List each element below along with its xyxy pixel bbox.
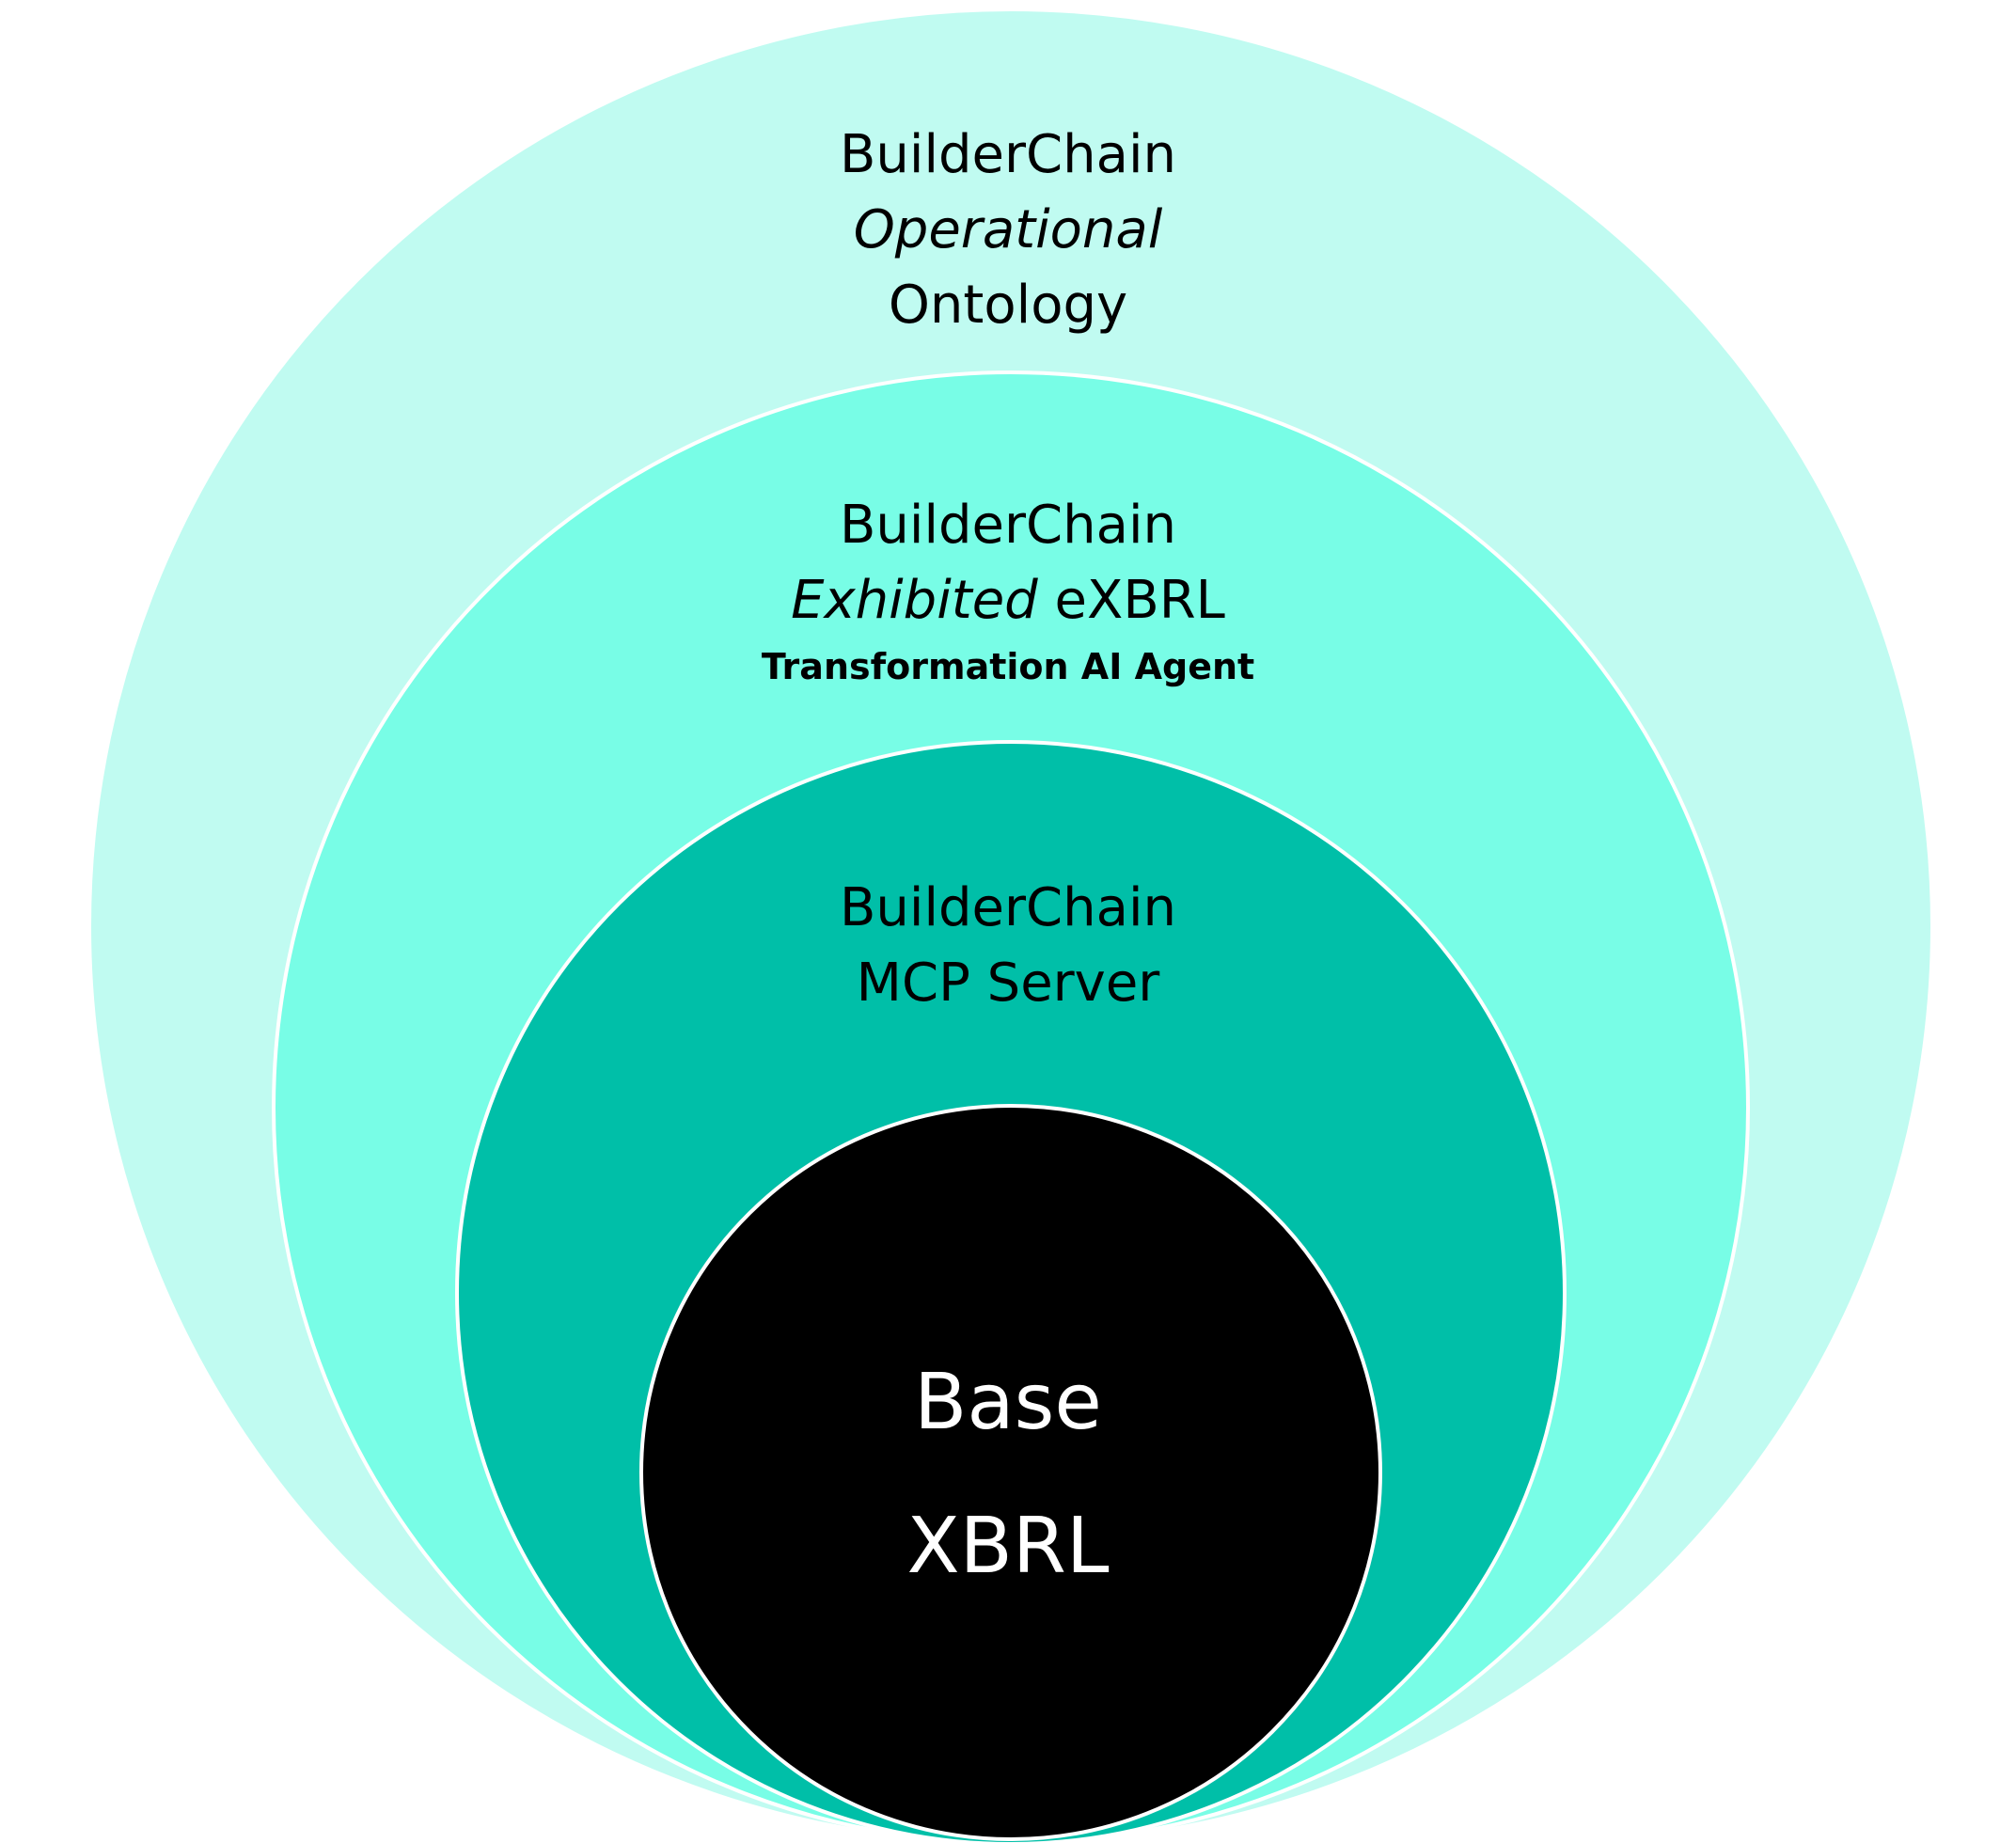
- mcp-name: MCP Server: [856, 953, 1160, 1014]
- xbrl-core-circle: [639, 1104, 1382, 1841]
- exbrl-subtitle-rest: eXBRL: [1037, 570, 1225, 631]
- exbrl-agent-label: Transformation AI Agent: [761, 646, 1255, 687]
- ontology-title: BuilderChain: [839, 124, 1176, 185]
- ontology-subtitle: Operational: [853, 199, 1163, 260]
- core-label-base: Base: [914, 1358, 1102, 1447]
- exbrl-subtitle: Exhibited eXBRL: [0, 575, 2016, 627]
- exbrl-subtitle-italic: Exhibited: [791, 570, 1038, 631]
- core-label-xbrl: XBRL: [906, 1502, 1110, 1591]
- exbrl-title: BuilderChain: [839, 495, 1176, 556]
- mcp-title: BuilderChain: [839, 877, 1176, 938]
- ontology-name: Ontology: [888, 275, 1128, 336]
